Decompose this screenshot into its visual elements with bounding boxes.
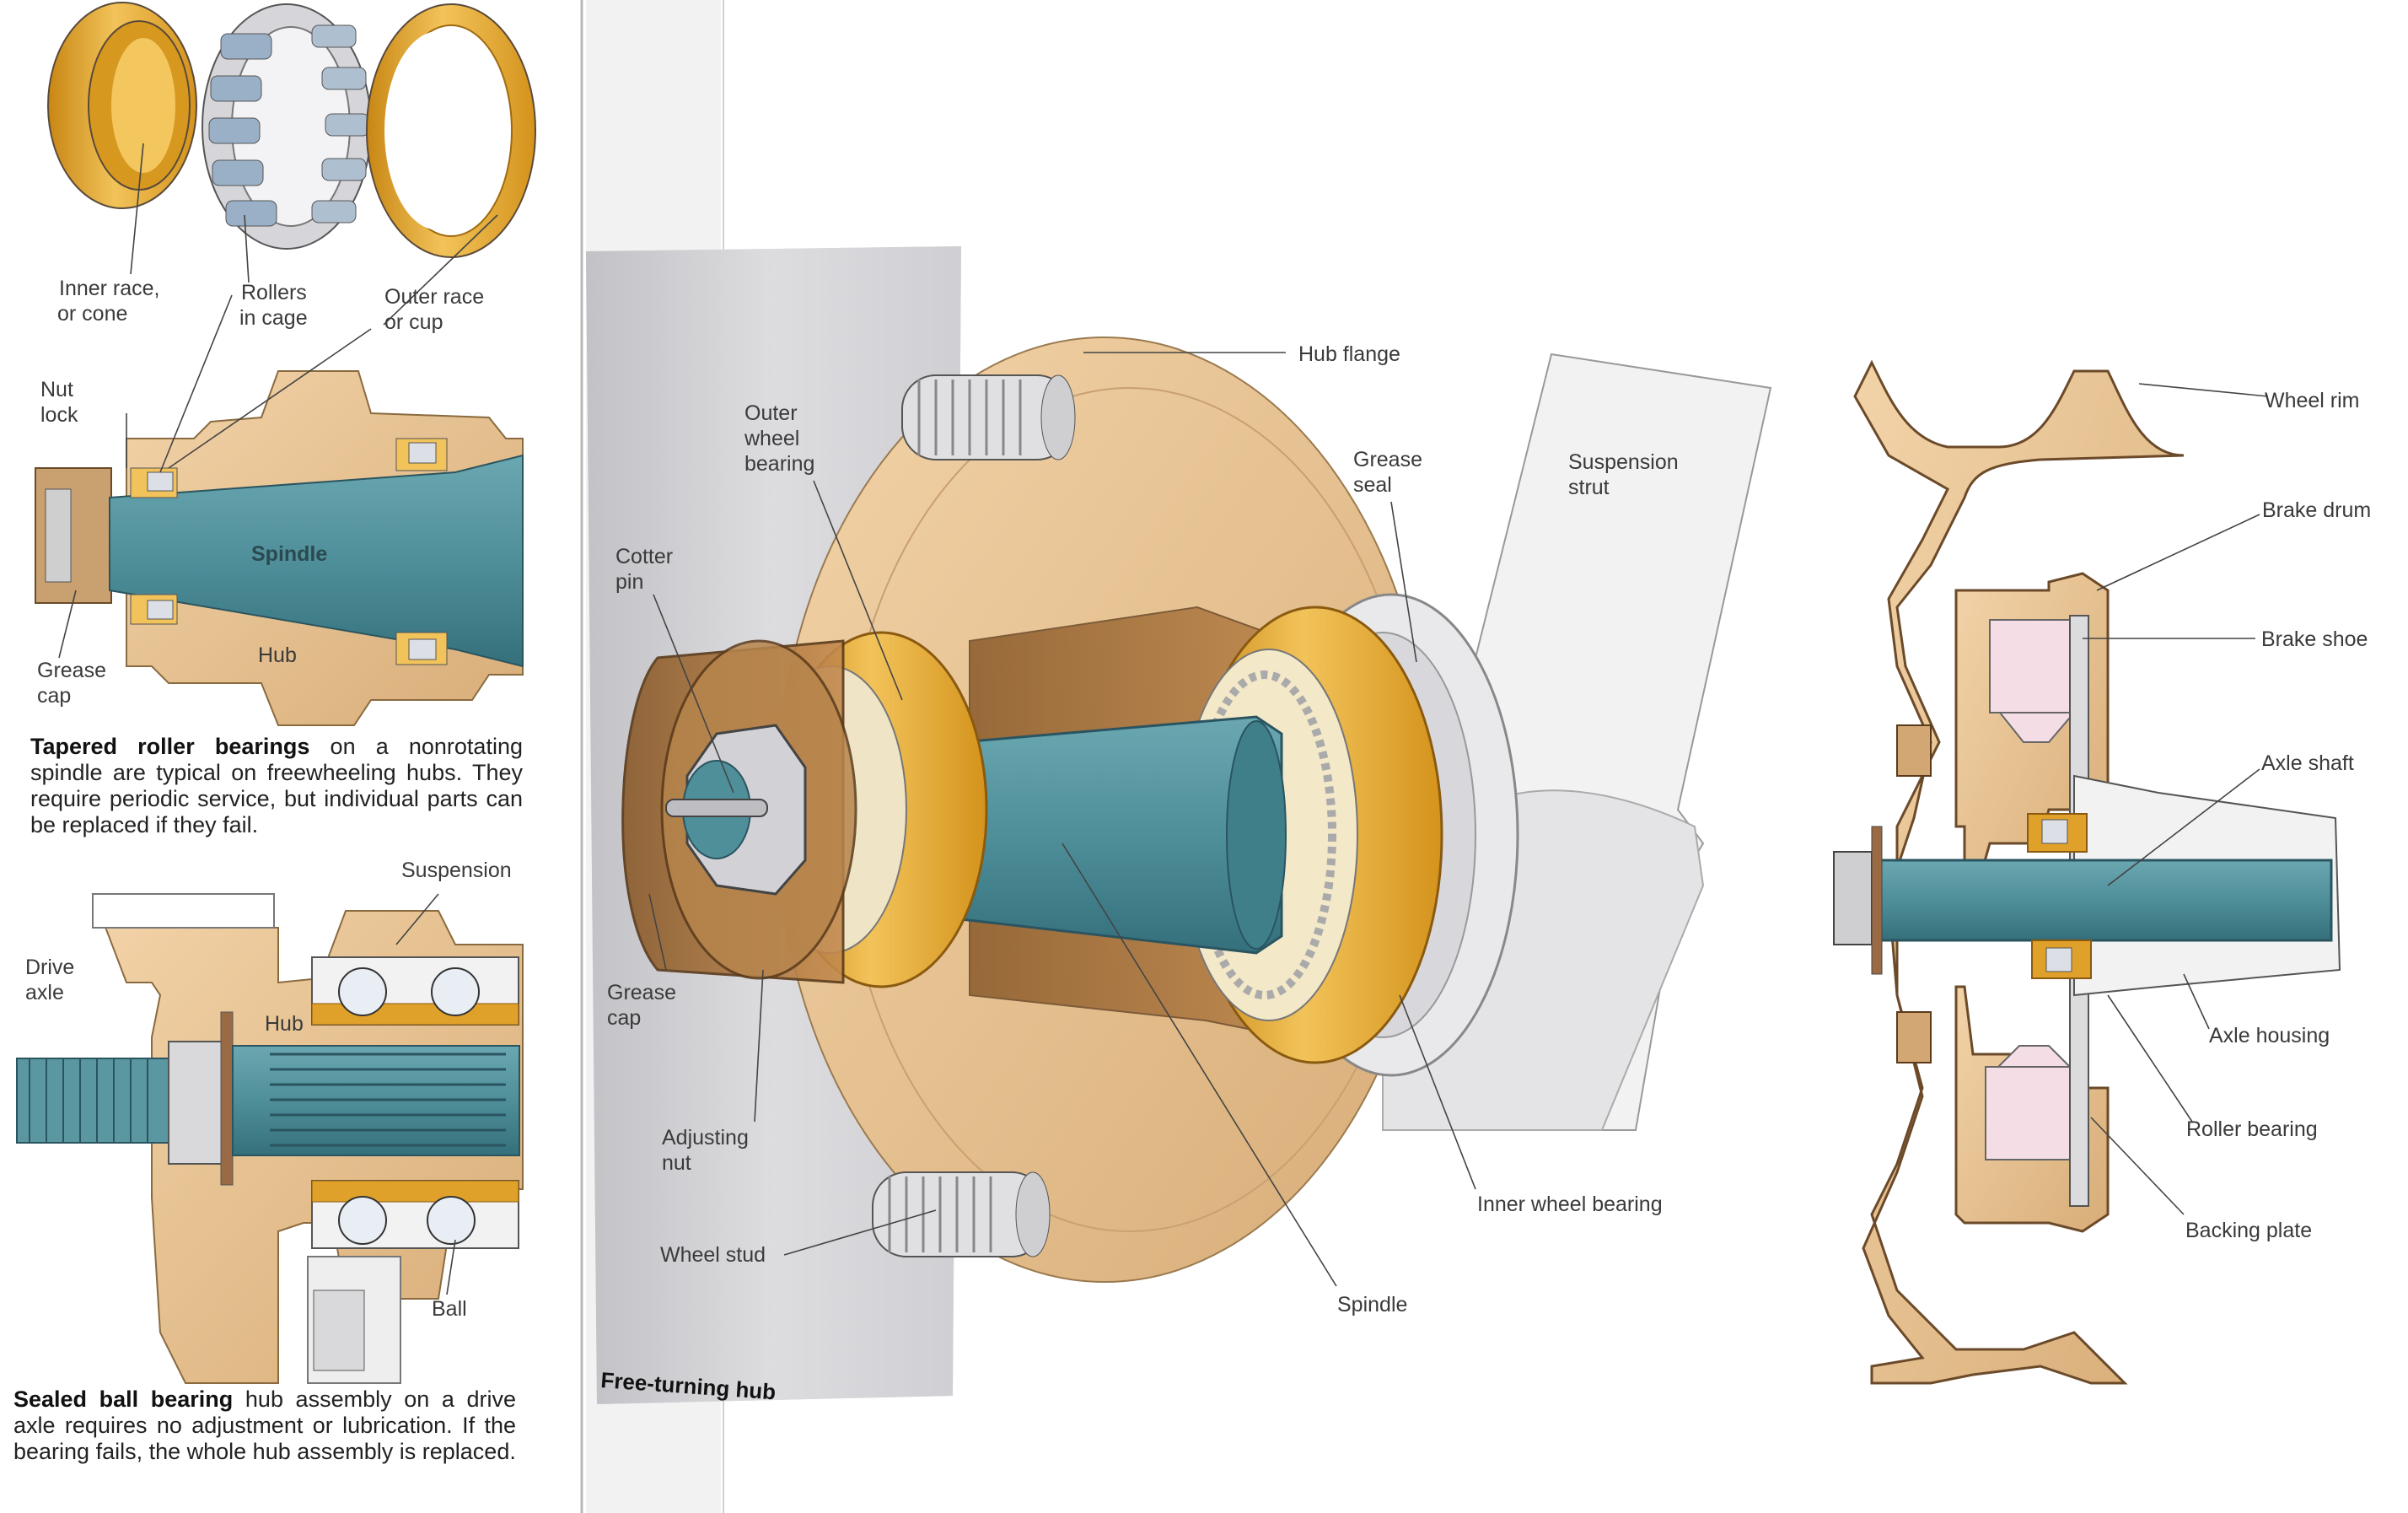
sealed-leaders [395, 893, 456, 1295]
rollers-cage-part [202, 3, 372, 250]
brake-shoe-lower [1985, 1066, 2079, 1160]
label-drive-axle-line2: axle [25, 981, 64, 1004]
axle-shaft [1870, 859, 2333, 942]
ball-upper-right [431, 967, 480, 1016]
label-outer-wheel-bearing: Outer [744, 401, 798, 425]
label-outer-wheel-bearing-line2: wheel [744, 427, 799, 450]
brake-shoe-upper [1989, 619, 2083, 713]
caption-tapered-bold: Tapered roller bearings [30, 734, 310, 759]
label-grease-cap: Grease [607, 981, 676, 1004]
drum-leaders [2083, 383, 2269, 1215]
label-wheel-stud: Wheel stud [660, 1243, 766, 1267]
caption-tapered-text: on a nonrotating spindle are typical on … [30, 734, 523, 837]
label-hub-sealed: Hub [265, 1012, 304, 1036]
label-roller-bearing: Roller bearing [2186, 1117, 2318, 1141]
sealed-bearing-panel: Suspension Drive axle Hub Ball [16, 859, 524, 1384]
caption-tapered: Tapered roller bearings on a nonrotating… [30, 734, 523, 838]
label-grease-cap-small-line2: cap [37, 684, 71, 708]
label-backing-plate: Backing plate [2185, 1219, 2312, 1242]
inner-race-part [47, 2, 197, 209]
left-page [0, 0, 582, 1513]
label-nut-lock-line2: lock [40, 403, 78, 427]
ball-lower-right [427, 1196, 476, 1245]
label-cotter-pin-line2: pin [615, 570, 643, 594]
label-outer-race: Outer race [384, 285, 484, 309]
label-brake-drum: Brake drum [2262, 498, 2371, 522]
label-grease-cap-small: Grease [37, 659, 106, 682]
ball-lower-left [338, 1196, 387, 1245]
drum-brake-panel: Wheel rim Brake drum Brake shoe Axle sha… [1833, 359, 2371, 1385]
tapered-leaders [58, 143, 498, 659]
label-suspension-small: Suspension [401, 859, 512, 882]
label-spindle: Spindle [1337, 1293, 1407, 1316]
label-inner-race: Inner race, [59, 277, 160, 300]
label-suspension-strut: Suspension [1568, 450, 1679, 474]
label-rollers-line2: in cage [239, 306, 308, 330]
label-inner-wheel-bearing: Inner wheel bearing [1477, 1193, 1663, 1216]
label-brake-shoe: Brake shoe [2261, 627, 2368, 651]
wheel-stud-top [901, 374, 1076, 460]
label-rollers: Rollers [241, 281, 307, 304]
caption-sealed-bold: Sealed ball bearing [13, 1386, 234, 1412]
outer-race-part [366, 3, 536, 258]
label-axle-housing: Axle housing [2209, 1024, 2330, 1047]
label-suspension-strut-line2: strut [1568, 476, 1610, 499]
label-cotter-pin: Cotter [615, 545, 673, 568]
label-adjusting-nut: Adjusting [662, 1126, 749, 1150]
label-outer-wheel-bearing-line3: bearing [744, 452, 814, 476]
label-drive-axle: Drive [25, 956, 74, 979]
ball-upper-left [338, 967, 387, 1016]
tapered-hub-section [35, 370, 524, 726]
caption-sealed: Sealed ball bearing hub assembly on a dr… [13, 1386, 516, 1465]
tapered-bearing-panel: Inner race, or cone Rollers in cage Oute… [35, 2, 536, 726]
label-grease-seal-line2: seal [1353, 473, 1392, 497]
wheel-rim [1853, 359, 2185, 1385]
label-inner-race-line2: or cone [57, 302, 127, 326]
caption-sealed-text: hub assembly on a drive axle requires no… [13, 1386, 516, 1464]
label-grease-seal: Grease [1353, 448, 1422, 471]
label-hub-flange: Hub flange [1298, 342, 1400, 366]
wheel-stud-bottom [872, 1171, 1051, 1257]
free-turning-hub-panel: Hub flange Outer wheel bearing Grease se… [586, 246, 1772, 1404]
label-outer-race-line2: or cup [384, 310, 443, 334]
label-spindle-small: Spindle [251, 542, 327, 566]
label-wheel-rim: Wheel rim [2265, 389, 2360, 412]
label-grease-cap-line2: cap [607, 1006, 641, 1030]
cotter-pin [665, 799, 768, 817]
label-axle-shaft: Axle shaft [2261, 751, 2354, 775]
center-leaders [648, 352, 1476, 1287]
label-ball: Ball [432, 1297, 467, 1321]
label-adjusting-nut-line2: nut [662, 1151, 691, 1175]
label-nut-lock: Nut [40, 378, 73, 401]
label-hub-small: Hub [258, 643, 297, 667]
